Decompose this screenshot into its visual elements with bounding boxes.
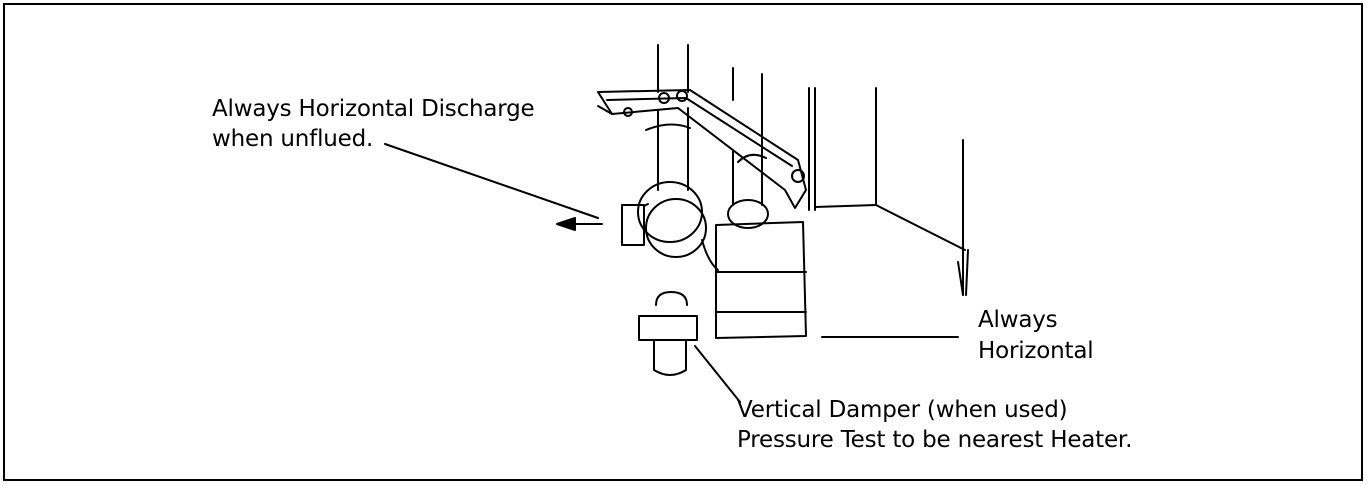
horizontal-label-line2: Horizontal	[978, 338, 1094, 364]
discharge-leader-line	[384, 143, 599, 219]
diagram-frame	[3, 3, 1363, 481]
leader-lines	[384, 143, 959, 403]
damper-leader-line	[694, 345, 741, 403]
discharge-label-line2: when unflued.	[212, 126, 374, 152]
mounting-bracket	[597, 89, 807, 209]
damper-label-line2: Pressure Test to be nearest Heater.	[737, 427, 1133, 453]
discharge-label-line1: Always Horizontal Discharge	[212, 96, 535, 122]
damper-label-line1: Vertical Damper (when used)	[737, 397, 1068, 423]
valve-body	[715, 149, 807, 339]
discharge-arrow-icon	[556, 217, 576, 231]
horizontal-label-line1: Always	[978, 307, 1058, 333]
discharge-assembly	[621, 107, 719, 271]
heater-body	[808, 87, 969, 296]
vertical-damper	[638, 291, 698, 376]
